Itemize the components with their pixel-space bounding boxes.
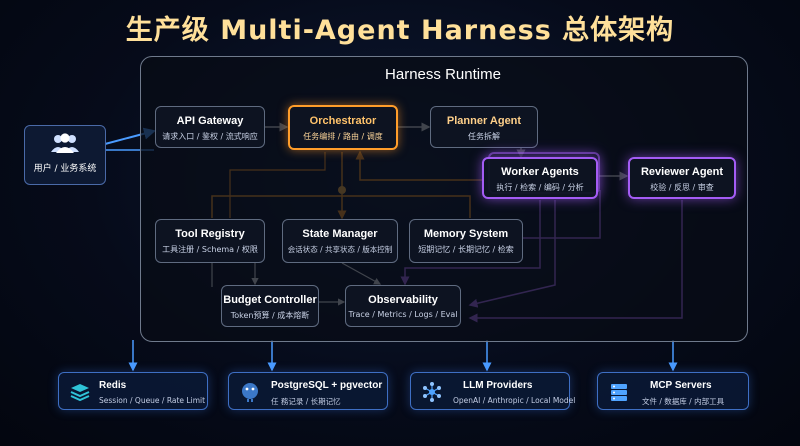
mcp-servers-subtitle: 文件 / 数据库 / 内部工具 xyxy=(642,397,725,406)
observability-node[interactable]: Observability Trace / Metrics / Logs / E… xyxy=(345,285,461,327)
redis-title: Redis xyxy=(99,380,127,391)
mcp-servers-title: MCP Servers xyxy=(650,380,712,391)
server-icon xyxy=(611,384,627,401)
memory-system-subtitle: 短期记忆 / 长期记忆 / 检索 xyxy=(418,245,514,254)
memory-system-title: Memory System xyxy=(423,228,509,240)
planner-agent-title: Planner Agent xyxy=(446,115,522,127)
api-gateway-subtitle: 请求入口 / 鉴权 / 流式响应 xyxy=(162,132,258,141)
budget-controller-title: Budget Controller xyxy=(223,294,317,306)
worker-agents-title: Worker Agents xyxy=(501,166,579,178)
postgresql-icon xyxy=(242,383,258,402)
network-icon xyxy=(423,382,441,402)
orchestrator-node[interactable]: Orchestrator 任务编排 / 路由 / 调度 xyxy=(288,105,398,150)
redis-subtitle: Session / Queue / Rate Limit xyxy=(99,396,206,405)
llm-providers-subtitle: OpenAI / Anthropic / Local Model xyxy=(453,396,576,405)
budget-controller-subtitle: Token预算 / 成本熔断 xyxy=(230,311,310,320)
api-gateway-title: API Gateway xyxy=(176,115,244,127)
postgresql-subtitle: 任 務记录 / 长期记忆 xyxy=(271,397,341,406)
reviewer-agent-title: Reviewer Agent xyxy=(640,166,724,178)
api-gateway-node[interactable]: API Gateway 请求入口 / 鉴权 / 流式响应 xyxy=(155,106,265,148)
redis-icon xyxy=(70,384,90,402)
user-label: 用户 / 业务系统 xyxy=(33,164,97,174)
state-manager-node[interactable]: State Manager 会话状态 / 共享状态 / 版本控制 xyxy=(282,219,398,263)
reviewer-agent-node[interactable]: Reviewer Agent 校验 / 反思 / 审查 xyxy=(628,157,736,199)
tool-registry-node[interactable]: Tool Registry 工具注册 / Schema / 权限 xyxy=(155,219,265,263)
observability-title: Observability xyxy=(368,294,438,306)
memory-system-node[interactable]: Memory System 短期记忆 / 长期记忆 / 检索 xyxy=(409,219,523,263)
service-postgresql[interactable]: PostgreSQL + pgvector 任 務记录 / 长期记忆 xyxy=(228,372,388,410)
planner-agent-subtitle: 任务拆解 xyxy=(468,132,500,141)
worker-agents-node[interactable]: Worker Agents 执行 / 检索 / 编码 / 分析 xyxy=(482,157,598,199)
service-mcp-servers[interactable]: MCP Servers 文件 / 数据库 / 内部工具 xyxy=(597,372,749,410)
observability-subtitle: Trace / Metrics / Logs / Eval xyxy=(348,310,458,319)
reviewer-agent-subtitle: 校验 / 反思 / 审查 xyxy=(650,183,714,192)
page-title: 生产级 Multi-Agent Harness 总体架构 xyxy=(125,15,675,46)
planner-agent-node[interactable]: Planner Agent 任务拆解 xyxy=(430,106,538,148)
tool-registry-subtitle: 工具注册 / Schema / 权限 xyxy=(162,245,258,254)
worker-agents-subtitle: 执行 / 检索 / 编码 / 分析 xyxy=(496,183,584,192)
users-icon xyxy=(51,133,79,153)
orchestrator-title: Orchestrator xyxy=(309,115,377,127)
llm-providers-title: LLM Providers xyxy=(463,380,533,391)
service-llm-providers[interactable]: LLM Providers OpenAI / Anthropic / Local… xyxy=(410,372,575,410)
budget-controller-node[interactable]: Budget Controller Token预算 / 成本熔断 xyxy=(221,285,319,327)
runtime-title: Harness Runtime xyxy=(385,66,501,83)
orchestrator-subtitle: 任务编排 / 路由 / 调度 xyxy=(303,132,383,141)
state-manager-title: State Manager xyxy=(302,228,378,240)
state-manager-subtitle: 会话状态 / 共享状态 / 版本控制 xyxy=(287,245,393,254)
service-redis[interactable]: Redis Session / Queue / Rate Limit xyxy=(58,372,208,410)
user-business-system[interactable]: 用户 / 业务系统 xyxy=(24,125,106,185)
tool-registry-title: Tool Registry xyxy=(175,228,245,240)
postgresql-title: PostgreSQL + pgvector xyxy=(271,380,383,391)
